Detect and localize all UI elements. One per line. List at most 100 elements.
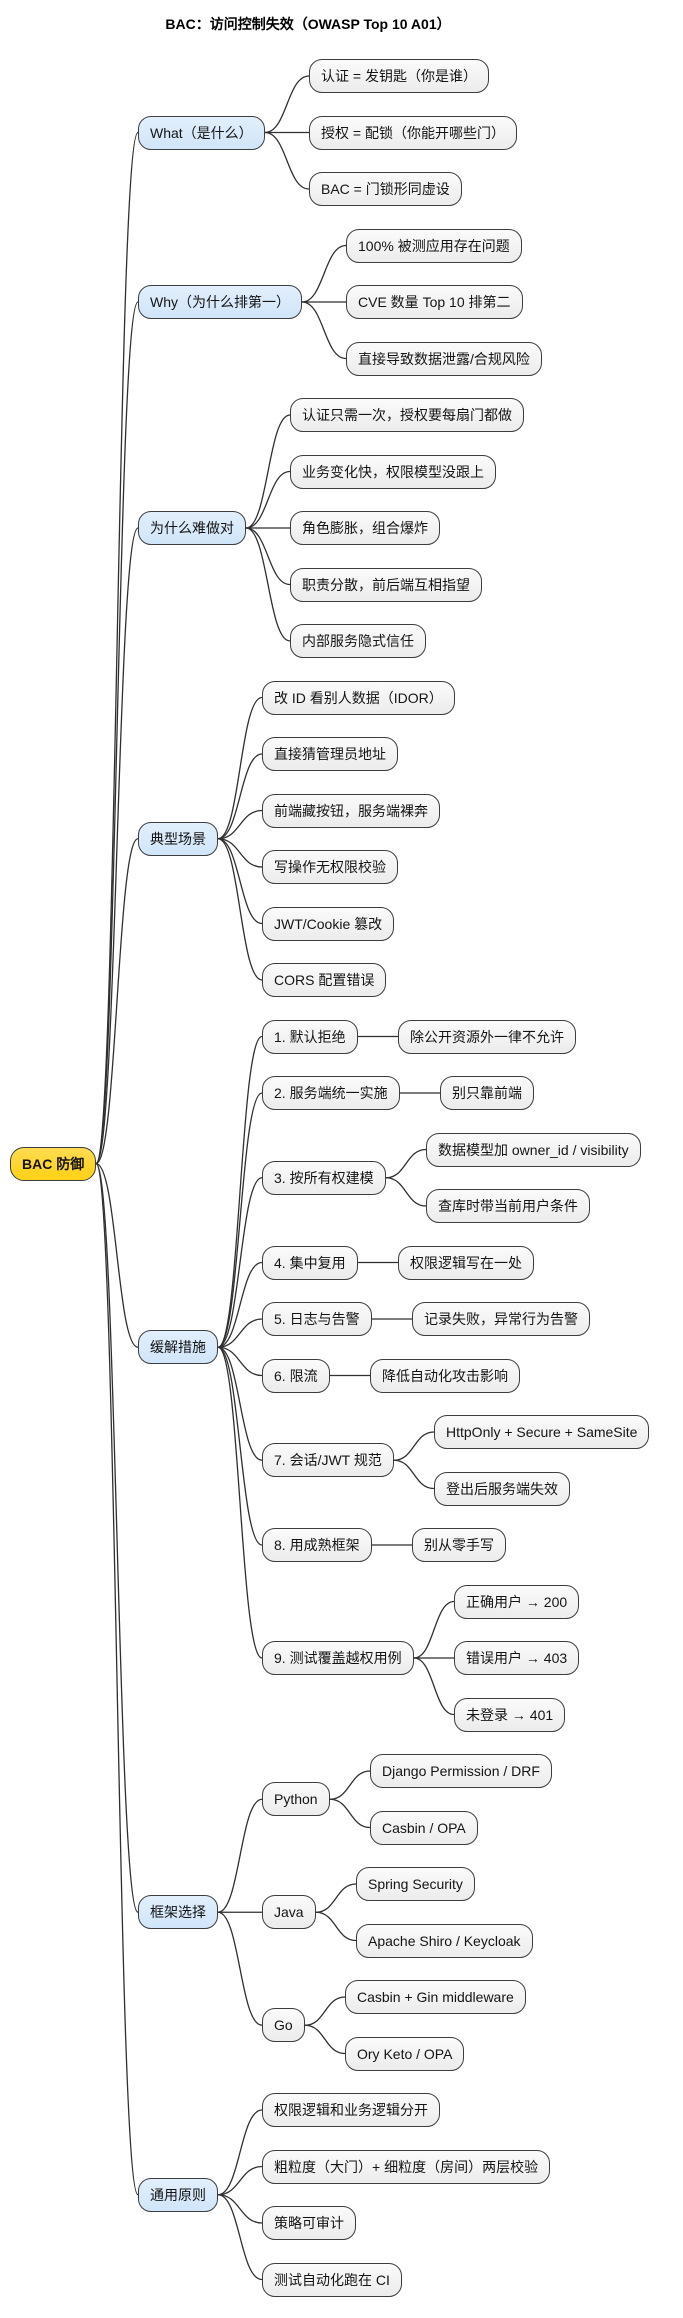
topic-node[interactable]: 前端藏按钮，服务端裸奔	[262, 793, 440, 828]
topic-node[interactable]: 4. 集中复用	[262, 1245, 358, 1280]
topic-node[interactable]: 粗粒度（大门）+ 细粒度（房间）两层校验	[262, 2149, 551, 2184]
topic-node[interactable]: 1. 默认拒绝	[262, 1019, 358, 1054]
topic-node[interactable]: 角色膨胀，组合爆炸	[290, 511, 440, 545]
connector-line	[413, 1657, 455, 1716]
topic-node[interactable]: Ory Keto / OPA	[345, 2036, 465, 2071]
connector-line	[245, 527, 291, 586]
connector-line	[413, 1600, 455, 1659]
topic-node[interactable]: 数据模型加 owner_id / visibility	[426, 1132, 641, 1167]
branch-node[interactable]: 通用原则	[138, 2177, 218, 2212]
topic-node[interactable]: Go	[262, 2008, 305, 2043]
connector-line	[301, 301, 347, 360]
connector-line	[217, 1035, 263, 1348]
connector-line	[385, 1177, 427, 1207]
connector-line	[217, 1261, 263, 1348]
connector-line	[217, 2194, 263, 2281]
connector-line	[217, 838, 263, 868]
topic-node[interactable]: Spring Security	[356, 1867, 475, 1901]
topic-node[interactable]: 写操作无权限校验	[262, 850, 398, 884]
connector-line	[217, 1346, 263, 1377]
topic-node[interactable]: 直接猜管理员地址	[262, 737, 398, 771]
connector-line	[393, 1431, 435, 1461]
topic-node[interactable]: 9. 测试覆盖越权用例	[262, 1641, 414, 1675]
connector-line	[95, 1162, 139, 1348]
topic-node[interactable]: Casbin / OPA	[370, 1810, 478, 1845]
root-node[interactable]: BAC 防御	[10, 1146, 97, 1181]
topic-node[interactable]: HttpOnly + Secure + SameSite	[434, 1415, 650, 1449]
branch-node[interactable]: Why（为什么排第一）	[138, 285, 302, 319]
branch-node[interactable]: 缓解措施	[138, 1330, 218, 1365]
topic-node[interactable]: 3. 按所有权建模	[262, 1160, 386, 1195]
topic-node[interactable]: 记录失败，异常行为告警	[412, 1302, 590, 1336]
connector-line	[95, 527, 139, 1165]
topic-node[interactable]: 业务变化快，权限模型没跟上	[290, 454, 496, 489]
topic-node[interactable]: 职责分散，前后端互相指望	[290, 567, 482, 602]
topic-node[interactable]: 认证只需一次，授权要每扇门都做	[290, 398, 524, 432]
connector-line	[264, 75, 310, 134]
topic-node[interactable]: 正确用户 → 200	[454, 1584, 580, 1619]
topic-node[interactable]: 别从零手写	[412, 1528, 506, 1562]
topic-node[interactable]: 授权 = 配锁（你能开哪些门）	[309, 115, 517, 150]
topic-node[interactable]: Casbin + Gin middleware	[345, 1980, 526, 2014]
connector-line	[245, 470, 291, 529]
connector-line	[304, 2024, 346, 2055]
connector-line	[245, 527, 291, 642]
connector-line	[385, 1148, 427, 1179]
topic-node[interactable]: 内部服务隐式信任	[290, 624, 426, 658]
topic-node[interactable]: CVE 数量 Top 10 排第二	[346, 285, 523, 319]
connector-line	[245, 414, 291, 529]
branch-node[interactable]: What（是什么）	[138, 115, 265, 150]
connector-line	[329, 1798, 371, 1829]
topic-node[interactable]: 降低自动化攻击影响	[370, 1358, 520, 1393]
topic-node[interactable]: Apache Shiro / Keycloak	[356, 1923, 533, 1958]
topic-node[interactable]: 直接导致数据泄露/合规风险	[346, 341, 542, 376]
connector-line	[315, 1883, 357, 1913]
branch-node[interactable]: 为什么难做对	[138, 511, 246, 545]
topic-node[interactable]: 7. 会话/JWT 规范	[262, 1443, 394, 1478]
connector-line	[217, 1798, 263, 1913]
connector-line	[217, 2165, 263, 2196]
branch-node[interactable]: 典型场景	[138, 821, 218, 856]
topic-node[interactable]: JWT/Cookie 篡改	[262, 906, 395, 941]
connector-line	[217, 838, 263, 925]
topic-node[interactable]: BAC = 门锁形同虚设	[309, 172, 462, 206]
topic-node[interactable]: 认证 = 发钥匙（你是谁）	[309, 59, 489, 93]
topic-node[interactable]: 测试自动化跑在 CI	[262, 2262, 402, 2297]
connector-line	[217, 1346, 263, 1461]
connector-line	[304, 1996, 346, 2026]
topic-node[interactable]: 2. 服务端统一实施	[262, 1076, 400, 1110]
topic-node[interactable]: Django Permission / DRF	[370, 1754, 552, 1788]
topic-node[interactable]: 权限逻辑和业务逻辑分开	[262, 2093, 440, 2127]
connector-line	[393, 1459, 435, 1490]
connector-line	[217, 1177, 263, 1348]
map-title: BAC：访问控制失效（OWASP Top 10 A01）	[165, 16, 451, 32]
topic-node[interactable]: 别只靠前端	[440, 1076, 534, 1110]
connector-line	[217, 1911, 263, 2026]
topic-node[interactable]: 8. 用成熟框架	[262, 1528, 372, 1562]
topic-node[interactable]: Python	[262, 1782, 330, 1817]
connector-line	[217, 696, 263, 840]
topic-node[interactable]: Java	[262, 1895, 316, 1930]
connector-line	[217, 1092, 263, 1348]
topic-node[interactable]: 错误用户 → 403	[454, 1641, 580, 1675]
connector-line	[264, 131, 310, 190]
topic-node[interactable]: 查库时带当前用户条件	[426, 1189, 590, 1223]
branch-node[interactable]: 框架选择	[138, 1895, 218, 1930]
topic-node[interactable]: 策略可审计	[262, 2206, 356, 2240]
connector-line	[95, 1162, 139, 2196]
connector-line	[217, 809, 263, 840]
topic-node[interactable]: 权限逻辑写在一处	[398, 1245, 534, 1280]
topic-node[interactable]: 100% 被测应用存在问题	[346, 228, 522, 263]
topic-node[interactable]: 6. 限流	[262, 1358, 330, 1393]
topic-node[interactable]: CORS 配置错误	[262, 963, 387, 997]
topic-node[interactable]: 未登录 → 401	[454, 1697, 566, 1732]
topic-node[interactable]: 登出后服务端失效	[434, 1471, 570, 1506]
topic-node[interactable]: 改 ID 看别人数据（IDOR）	[262, 680, 455, 715]
connector-line	[217, 1318, 263, 1348]
connector-line	[301, 244, 347, 303]
topic-node[interactable]: 除公开资源外一律不允许	[398, 1019, 576, 1054]
connector-line	[217, 838, 263, 981]
connector-line	[95, 131, 139, 1165]
topic-node[interactable]: 5. 日志与告警	[262, 1302, 372, 1336]
